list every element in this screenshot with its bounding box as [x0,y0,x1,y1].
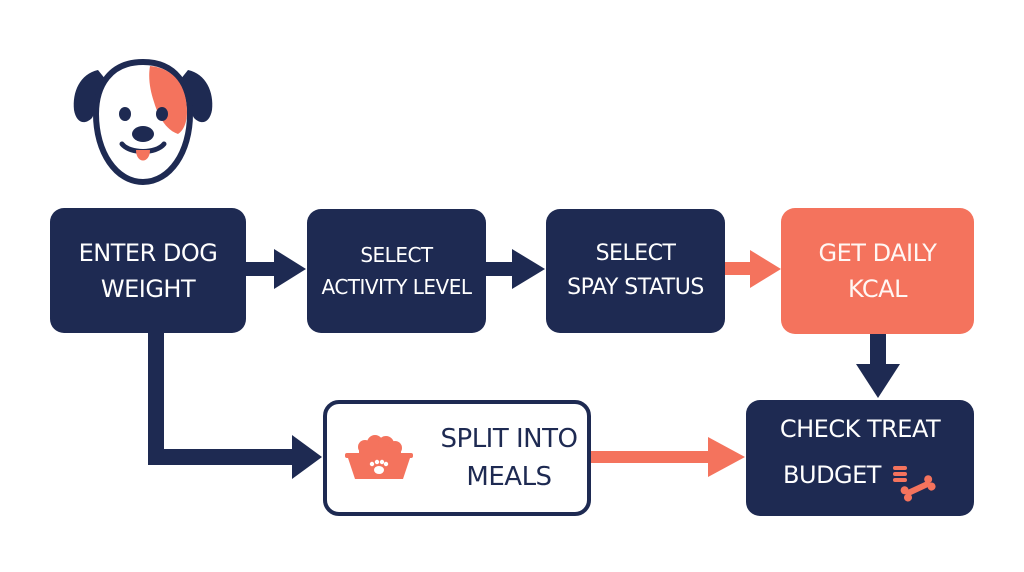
node-select-spay-status-line1: SELECT [595,241,676,266]
food-bowl-icon [344,435,413,479]
node-split-into-meals-line1: SPLIT INTO [440,424,578,454]
node-split-into-meals: SPLIT INTO MEALS [323,400,591,516]
node-get-daily-kcal-line2: KCAL [848,275,907,303]
node-select-activity-level: SELECT ACTIVITY LEVEL [307,209,486,333]
node-get-daily-kcal: GET DAILY KCAL [781,208,974,334]
node-check-treat-budget-line1: CHECK TREAT [779,415,941,443]
node-check-treat-budget: CHECK TREAT BUDGET [746,400,974,516]
arrow-weight-to-meals [148,333,322,479]
arrow-activity-to-spay [486,249,545,289]
node-select-activity-level-line1: SELECT [360,243,433,267]
node-check-treat-budget-line2: BUDGET [783,461,881,489]
bone-treat-icon [892,466,936,502]
node-enter-dog-weight-line1: ENTER DOG [78,238,218,267]
node-enter-dog-weight: ENTER DOG WEIGHT [50,208,246,333]
arrow-spay-to-kcal [725,250,781,288]
node-select-activity-level-line2: ACTIVITY LEVEL [321,275,472,299]
node-get-daily-kcal-line1: GET DAILY [818,239,937,267]
node-select-spay-status-line2: SPAY STATUS [567,275,704,300]
node-enter-dog-weight-line2: WEIGHT [100,274,196,303]
node-split-into-meals-line2: MEALS [466,462,552,492]
arrow-meals-to-treat [591,437,745,477]
arrow-kcal-to-treat [856,334,900,398]
node-select-spay-status: SELECT SPAY STATUS [546,209,725,333]
dog-face-icon [73,58,213,186]
arrow-weight-to-activity [246,249,306,289]
